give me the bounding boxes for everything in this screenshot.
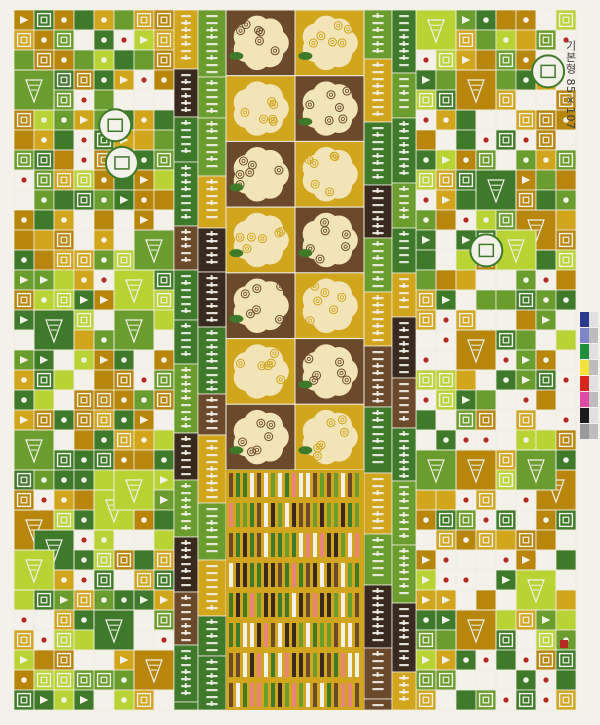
artist-seal [560,640,568,648]
color-patch [580,312,589,327]
color-patch [580,328,589,343]
grey-patch [589,392,598,407]
left-tile-panel [13,9,175,711]
color-patch [580,408,589,423]
color-checker-strip [580,312,598,439]
color-patch [580,344,589,359]
center-panel [173,9,417,711]
right-tile-panel [415,9,577,711]
handwritten-size-label: 기본형 85×107 [564,40,577,130]
grey-patch [589,360,598,375]
grey-patch [589,344,598,359]
grey-patch [589,424,598,439]
color-patch [580,360,589,375]
color-patch [580,424,589,439]
color-patch [580,392,589,407]
grey-patch [589,376,598,391]
color-patch [580,376,589,391]
grey-patch [589,328,598,343]
grey-patch [589,312,598,327]
grey-patch [589,408,598,423]
